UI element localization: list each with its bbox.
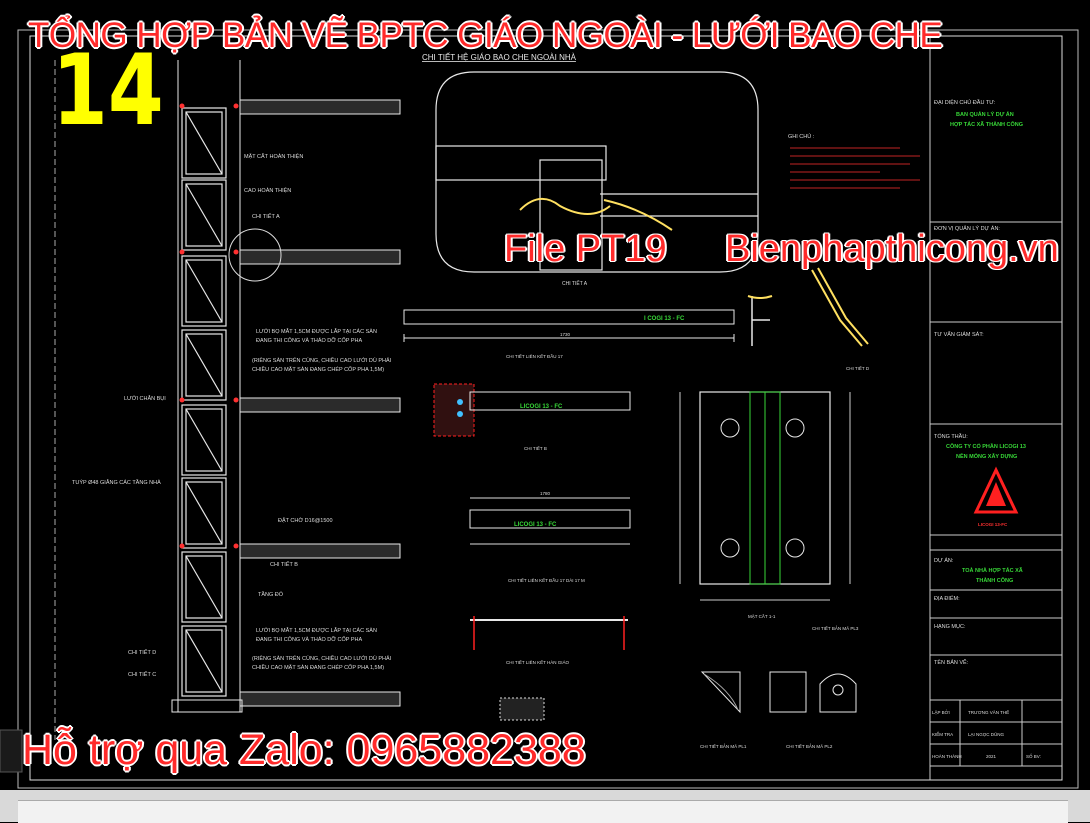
site-label: Bienphapthicong.vn [725,228,1059,270]
section-11-title: MẶT CẮT 1-1 [748,612,776,619]
drawing-label: TÊN BẢN VẼ: [934,658,969,666]
label-floor: TẦNG ĐỎ [258,591,284,598]
beam-detail-1 [403,309,735,342]
contractor-line-1: CÔNG TY CỔ PHẦN LICOGI 13 [946,442,1026,450]
sheet-number: 14 [52,34,164,148]
notes-header: GHI CHÚ : [788,133,815,140]
bottom-window-strip [0,790,1090,823]
owner-line-1: BAN QUẢN LÝ DỰ ÁN [956,111,1014,118]
project-label: DỰ ÁN: [934,557,954,564]
inner-frame [29,35,1063,781]
support-contact: Hỗ trợ qua Zalo: 0965882388 [22,726,586,774]
project-line-1: TOÀ NHÀ HỢP TÁC XÃ [962,567,1023,574]
net-note-4: CHIỀU CAO MẶT SÀN ĐANG CHÉP CỐP PHA 1,5M… [252,366,384,373]
label-finish-ceiling: MẶT CẮT HOÀN THIỆN [244,152,303,160]
net-note-3: (RIÊNG SÀN TRÊN CÙNG, CHIỀU CAO LƯỚI DÙ … [252,356,392,364]
notes-block: GHI CHÚ : [788,133,920,189]
dim-1780: 1780 [540,491,551,496]
sheet-label: SỐ BV: [1026,753,1041,759]
net-note-2b: ĐANG THI CÔNG VÀ THÁO DỠ CỐP PHA [256,636,363,643]
net-note-1: LƯỚI BỌ MẮT 1,5CM ĐƯỢC LẮP TẠI CÁC SÀN [256,327,377,335]
plate-2-title: CHI TIẾT BẢN MÃ PL2 [786,743,833,749]
contractor-line-2: NỀN MÓNG XÂY DỰNG [956,452,1017,460]
licogi-logo [973,466,1019,514]
label-tube: TUÝP Ø48 GIẰNG CÁC TẦNG NHÀ [72,478,161,486]
project-line-2: THÀNH CÔNG [976,576,1013,584]
item-label: HẠNG MỤC: [934,624,966,630]
label-finish-level: CAO HOÀN THIỆN [244,186,291,194]
label-detail-b: CHI TIẾT B [270,561,298,568]
detail-a-drawing [435,71,759,273]
file-label: File PT19 [504,228,667,270]
detail-d-title: CHI TIẾT D [846,365,870,371]
banner-title: TỔNG HỢP BẢN VẼ BPTC GIÁO NGOÀI - LƯỚI B… [28,16,943,55]
label-detail-d: CHI TIẾT D [128,649,156,656]
beam-detail-3: CHI TIẾT LIÊN KẾT HÀN GIÁO [470,616,628,721]
main-drawing-title: CHI TIẾT HỆ GIÁO BAO CHE NGOÀI NHÀ [422,52,577,62]
location-label: ĐỊA ĐIỂM: [934,595,960,602]
title-block-text: ĐẠI DIỆN CHỦ ĐẦU TƯ: BAN QUẢN LÝ DỰ ÁN H… [932,98,1041,759]
elevation-labels: ​ MẶT CẮT HOÀN THIỆN CAO HOÀN THIỆN CHI … [72,152,392,678]
scaffold-connectors [179,103,239,549]
checked-label: KIỂM TRA [932,731,953,737]
contractor-label: TỔNG THẦU: [934,433,968,440]
detail-b-title: CHI TIẾT B [524,445,547,451]
label-detail-a: CHI TIẾT A [252,213,280,220]
scaffold-frames [181,107,227,697]
net-note-2: ĐANG THI CÔNG VÀ THÁO DỠ CỐP PHA [256,337,363,344]
label-safety-net: LƯỚI CHẮN BỤI [124,394,166,402]
checked-by: LẠI NGỌC DŨNG [968,731,1005,737]
dim-1730: 1730 [560,332,571,337]
owner-label: ĐẠI DIỆN CHỦ ĐẦU TƯ: [934,98,996,106]
command-line-stub[interactable] [0,729,23,773]
net-note-1b: LƯỚI BỌ MẮT 1,5CM ĐƯỢC LẮP TẠI CÁC SÀN [256,626,377,634]
drawn-by-label: LẬP BỞI [932,709,950,715]
beam-1-caption: CHI TIẾT LIÊN KẾT ĐẦU 17 [506,352,563,359]
i-beam-label-3: LICOGI 13 - FC [514,522,557,528]
label-detail-c: CHI TIẾT C [128,671,156,678]
plate-3-title: CHI TIẾT BẢN MÃ PL3 [812,625,859,631]
owner-line-2: HỢP TÁC XÃ THÀNH CÔNG [950,120,1023,128]
supervisor-label: ĐƠN VỊ QUẢN LÝ DỰ ÁN: [934,225,1000,232]
detail-a-title: CHI TIẾT A [562,280,588,287]
completed-label: HOÀN THÀNH [932,753,962,759]
i-beam-label-2: LICOGI 13 - FC [520,404,563,410]
bottom-window-inner[interactable] [18,800,1068,823]
title-block [929,36,1062,780]
beam-2-caption: CHI TIẾT LIÊN KẾT ĐẦU 17 DÀI 17 M [508,576,585,583]
beam-detail-2: LICOGI 13 - FC 1780 CHI TIẾT LIÊN KẾT ĐẦ… [469,491,631,583]
drawn-by: TRƯƠNG VĂN THẾ [968,709,1009,715]
net-note-4b: CHIỀU CAO MẶT SÀN ĐANG CHÉP CỐP PHA 1,5M… [252,664,384,671]
plate-1-title: CHI TIẾT BẢN MÃ PL1 [700,743,747,749]
detail-b-drawing: LICOGI 13 - FC CHI TIẾT B [433,383,631,451]
outer-frame [17,29,1079,789]
logo-text: LICOGI 13-FC [978,522,1008,527]
net-note-3b: (RIÊNG SÀN TRÊN CÙNG, CHIỀU CAO LƯỚI DÙ … [252,654,392,662]
year: 2021 [986,754,997,759]
beam-3-caption: CHI TIẾT LIÊN KẾT HÀN GIÁO [506,658,570,665]
section-11-drawing [679,391,851,601]
plates-drawing [700,671,857,714]
label-anchor: ĐẶT CHỜ D16@1500 [278,517,333,524]
consultant-label: TƯ VẤN GIÁM SÁT: [934,331,984,338]
detail-d-drawing [747,267,869,347]
elevation-view [54,60,401,740]
i-beam-label-1: I COGI 13 - FC [644,316,685,322]
